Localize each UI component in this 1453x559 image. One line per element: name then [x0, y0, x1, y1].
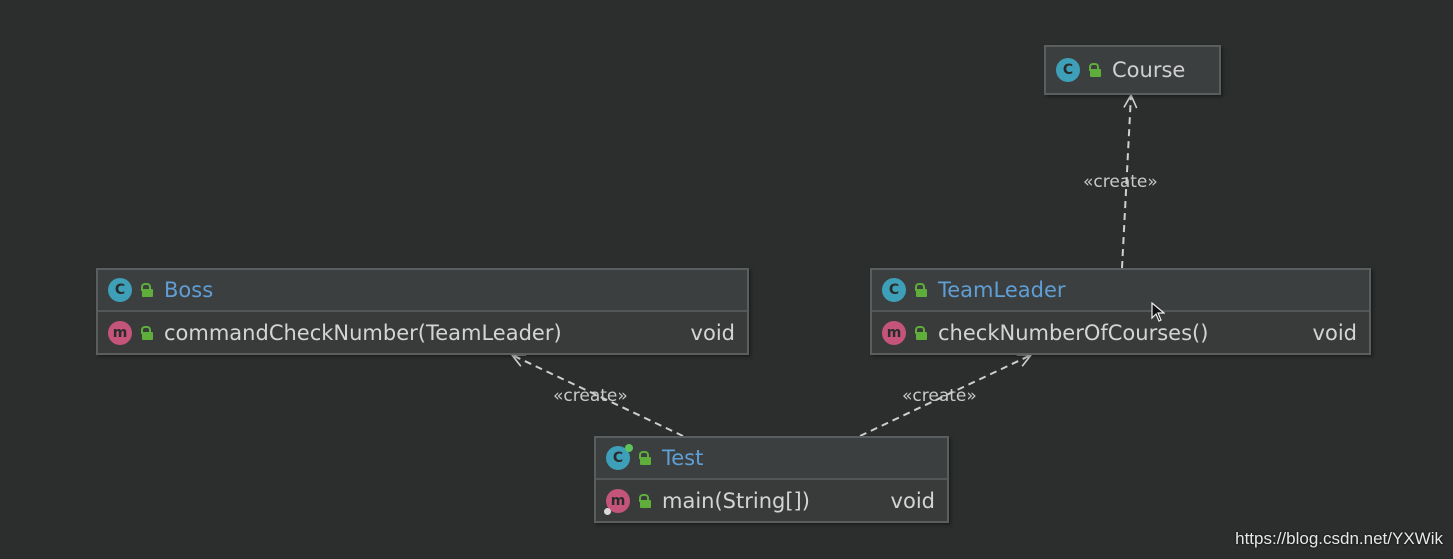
watermark: https://blog.csdn.net/YXWik — [1235, 529, 1443, 548]
edge-label-test-boss: «create» — [553, 386, 628, 406]
class-header: C Boss — [98, 270, 747, 310]
edge-teamleader-course — [1121, 95, 1131, 269]
method-return-type: void — [690, 320, 735, 345]
public-visibility-icon — [638, 494, 652, 508]
public-visibility-icon — [1088, 63, 1102, 77]
public-visibility-icon — [140, 283, 154, 297]
public-visibility-icon — [638, 451, 652, 465]
class-icon: C — [108, 278, 132, 302]
method-signature: commandCheckNumber(TeamLeader) — [164, 320, 562, 345]
class-node-boss[interactable]: C Boss m commandCheckNumber(TeamLeader) … — [96, 268, 749, 355]
public-visibility-icon — [140, 326, 154, 340]
edge-label-test-teamleader: «create» — [902, 386, 977, 406]
class-name: TeamLeader — [938, 278, 1066, 302]
class-header: C TeamLeader — [872, 270, 1369, 310]
mouse-cursor-icon — [1151, 302, 1165, 322]
class-node-course[interactable]: C Course — [1044, 45, 1221, 95]
method-return-type: void — [1312, 320, 1357, 345]
class-header: C Course — [1046, 47, 1219, 93]
method-icon: m — [108, 320, 132, 345]
class-icon: C — [1056, 58, 1080, 82]
method-return-type: void — [890, 488, 935, 513]
method-row[interactable]: m checkNumberOfCourses() void — [872, 310, 1369, 353]
public-visibility-icon — [914, 326, 928, 340]
method-signature: checkNumberOfCourses() — [938, 320, 1209, 345]
class-header: C Test — [596, 438, 947, 478]
method-row[interactable]: m main(String[]) void — [596, 478, 947, 521]
class-name: Course — [1112, 58, 1186, 82]
class-node-teamleader[interactable]: C TeamLeader m checkNumberOfCourses() vo… — [870, 268, 1371, 355]
edge-test-boss — [512, 355, 684, 437]
class-name: Test — [662, 446, 704, 470]
method-icon: m — [882, 320, 906, 345]
public-visibility-icon — [914, 283, 928, 297]
static-method-icon: m — [604, 488, 630, 515]
method-signature: main(String[]) — [662, 488, 810, 513]
edge-label-teamleader-course: «create» — [1083, 172, 1158, 192]
runnable-class-icon: C — [606, 444, 633, 470]
class-node-test[interactable]: C Test m main(String[]) void — [594, 436, 949, 523]
method-row[interactable]: m commandCheckNumber(TeamLeader) void — [98, 310, 747, 353]
class-name: Boss — [164, 278, 214, 302]
edge-test-teamleader — [859, 355, 1031, 437]
class-icon: C — [882, 278, 906, 302]
